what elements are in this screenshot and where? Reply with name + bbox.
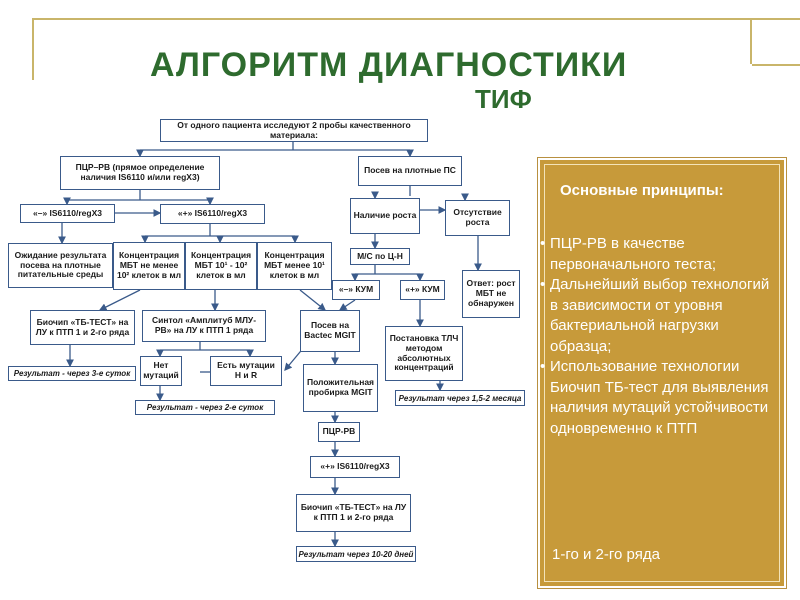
flow-bactec-box: Посев на Bactec MGIT bbox=[300, 310, 360, 352]
slide-subtitle-fragment: ТИФ bbox=[475, 84, 532, 114]
flow-answer-box: Ответ: рост МБТ не обнаружен bbox=[462, 270, 520, 318]
principle-text: ПЦР-РВ в качестве первоначального теста; bbox=[550, 235, 717, 273]
flow-kum-neg-box: «–» КУМ bbox=[332, 280, 380, 300]
decorative-frame-top bbox=[32, 18, 800, 20]
decorative-frame-right bbox=[750, 18, 752, 64]
principles-list: •ПЦР-РВ в качестве первоначального теста… bbox=[540, 234, 780, 439]
principles-panel: Основные принципы: •ПЦР-РВ в качестве пе… bbox=[538, 158, 786, 588]
slide-title: АЛГОРИТМ ДИАГНОСТИКИ bbox=[150, 46, 628, 84]
flow-result-3days: Результат - через 3-е суток bbox=[8, 366, 136, 381]
flow-growth-box: Наличие роста bbox=[350, 198, 420, 234]
flow-kum-pos-box: «+» КУМ bbox=[400, 280, 445, 300]
flow-biochip2-box: Биочип «ТБ-ТЕСТ» на ЛУ к ПТП 1 и 2-го ря… bbox=[296, 494, 411, 532]
bullet-icon: • bbox=[540, 235, 546, 252]
flow-syntol-box: Синтол «Амплитуб МЛУ-РВ» на ЛУ к ПТП 1 р… bbox=[142, 310, 266, 342]
bullet-icon: • bbox=[540, 276, 546, 293]
panel-tail-text: 1-го и 2-го ряда bbox=[552, 546, 660, 563]
panel-inner-border bbox=[544, 164, 780, 582]
flow-conc3-box: Концентрация МБТ менее 10¹ клеток в мл bbox=[257, 242, 332, 290]
flow-mscn-box: М/С по Ц-Н bbox=[350, 248, 410, 265]
flowchart-connectors bbox=[58, 142, 482, 548]
principle-item: •Дальнейший выбор технологий в зависимос… bbox=[540, 275, 780, 357]
flow-pos-box: «+» IS6110/regX3 bbox=[160, 204, 265, 224]
principle-text: Использование технологии Биочип ТБ-тест … bbox=[550, 358, 769, 437]
flow-pos2-box: «+» IS6110/regX3 bbox=[310, 456, 400, 478]
flow-neg-box: «–» IS6110/regX3 bbox=[20, 204, 115, 223]
flow-pcr2-box: ПЦР-РВ bbox=[318, 422, 360, 442]
flow-nogrowth-box: Отсутствие роста bbox=[445, 200, 510, 236]
decorative-frame-left bbox=[32, 18, 34, 80]
flow-wait-box: Ожидание результата посева на плотные пи… bbox=[8, 243, 113, 288]
flow-tlch-box: Постановка ТЛЧ методом абсолютных концен… bbox=[385, 326, 463, 381]
bullet-icon: • bbox=[540, 358, 546, 375]
panel-title: Основные принципы: bbox=[560, 182, 724, 199]
flow-culture-box: Посев на плотные ПС bbox=[358, 156, 462, 186]
flow-posmgit-box: Положительная пробирка MGIT bbox=[303, 364, 378, 412]
principle-item: •Использование технологии Биочип ТБ-тест… bbox=[540, 357, 780, 439]
principle-text: Дальнейший выбор технологий в зависимост… bbox=[550, 276, 770, 355]
flow-conc1-box: Концентрация МБТ не менее 10² клеток в м… bbox=[113, 242, 185, 290]
decorative-frame-right-step bbox=[752, 64, 800, 66]
principle-item: •ПЦР-РВ в качестве первоначального теста… bbox=[540, 234, 780, 275]
flow-biochip1-box: Биочип «ТБ-ТЕСТ» на ЛУ к ПТП 1 и 2-го ря… bbox=[30, 310, 135, 345]
flow-nomut-box: Нет мутаций bbox=[140, 356, 182, 386]
flow-top-box: От одного пациента исследуют 2 пробы кач… bbox=[160, 119, 428, 142]
flow-result-2days: Результат - через 2-е суток bbox=[135, 400, 275, 415]
flow-pcr-box: ПЦР–РВ (прямое определение наличия IS611… bbox=[60, 156, 220, 190]
flow-conc2-box: Концентрация МБТ 10¹ - 10² клеток в мл bbox=[185, 242, 257, 290]
flow-result-10-20days: Результат через 10-20 дней bbox=[296, 546, 416, 562]
flow-result-1-5-months: Результат через 1,5-2 месяца bbox=[395, 390, 525, 406]
flow-mut-box: Есть мутации H и R bbox=[210, 356, 282, 386]
